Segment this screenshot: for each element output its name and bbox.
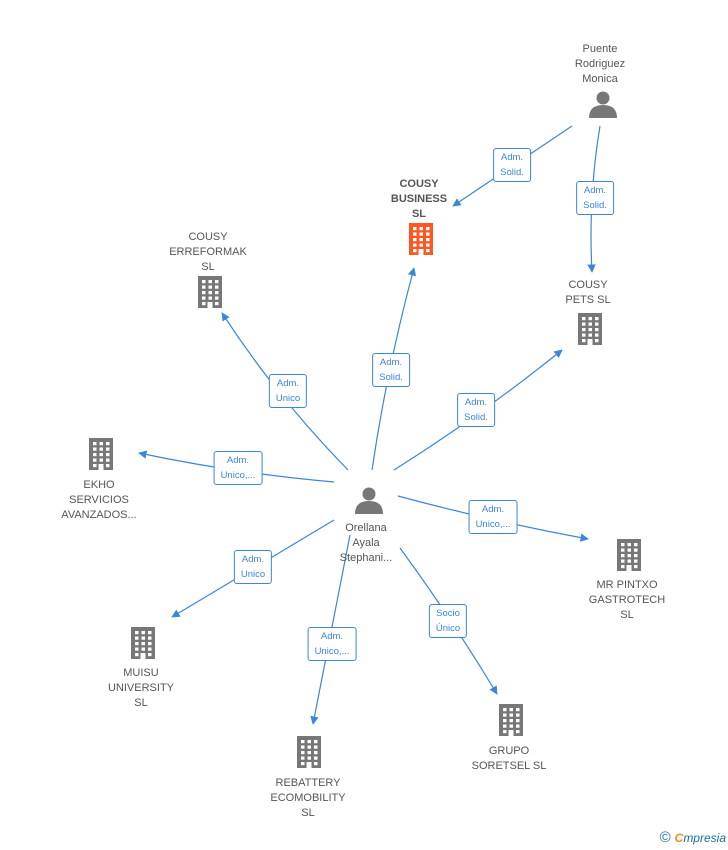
- puente-person-icon[interactable]: [589, 91, 617, 119]
- grupo-building-icon[interactable]: [499, 704, 523, 736]
- edge-label-orellana-to-grupo[interactable]: Socio Único: [428, 604, 468, 638]
- edge-label-orellana-to-cousy_erreformak[interactable]: Adm. Unico: [268, 374, 308, 408]
- edge-label-orellana-to-cousy_business[interactable]: Adm. Solid.: [372, 353, 410, 387]
- node-label-ekho[interactable]: EKHO SERVICIOS AVANZADOS...: [61, 479, 137, 521]
- edge-label-orellana-to-cousy_pets[interactable]: Adm. Solid.: [457, 393, 495, 427]
- rebattery-building-icon[interactable]: [297, 736, 321, 768]
- edge-label-puente-to-cousy_business[interactable]: Adm. Solid.: [493, 148, 531, 182]
- brand-name: mpresia: [683, 831, 726, 845]
- footer-brand[interactable]: ©Cmpresia: [660, 829, 726, 846]
- node-label-puente[interactable]: Puente Rodriguez Monica: [574, 43, 626, 85]
- muisu-building-icon[interactable]: [131, 627, 155, 659]
- node-label-muisu[interactable]: MUISU UNIVERSITY SL: [107, 667, 175, 709]
- edge-label-orellana-to-ekho[interactable]: Adm. Unico,...: [213, 451, 263, 485]
- node-label-mr_pintxo[interactable]: MR PINTXO GASTROTECH SL: [588, 579, 666, 621]
- cousy_erreformak-building-icon[interactable]: [198, 276, 222, 308]
- node-label-grupo[interactable]: GRUPO SORETSEL SL: [471, 745, 547, 772]
- cousy_pets-building-icon[interactable]: [578, 313, 602, 345]
- edge-label-orellana-to-mr_pintxo[interactable]: Adm. Unico,...: [468, 500, 518, 534]
- node-label-cousy_erreformak[interactable]: COUSY ERREFORMAK SL: [169, 231, 247, 273]
- ekho-building-icon[interactable]: [89, 438, 113, 470]
- orellana-person-icon[interactable]: [355, 487, 383, 515]
- edge-label-puente-to-cousy_pets[interactable]: Adm. Solid.: [576, 181, 614, 215]
- edge-label-orellana-to-muisu[interactable]: Adm. Unico: [233, 550, 273, 584]
- node-label-rebattery[interactable]: REBATTERY ECOMOBILITY SL: [270, 777, 346, 819]
- cousy_business-building-icon[interactable]: [409, 223, 433, 255]
- edge-label-orellana-to-rebattery[interactable]: Adm. Unico,...: [307, 627, 357, 661]
- node-label-orellana[interactable]: Orellana Ayala Stephani...: [339, 522, 393, 564]
- node-label-cousy_pets[interactable]: COUSY PETS SL: [565, 279, 611, 306]
- brand-initial: C: [674, 831, 684, 845]
- mr_pintxo-building-icon[interactable]: [617, 539, 641, 571]
- copyright-icon: ©: [659, 829, 671, 846]
- node-label-cousy_business[interactable]: COUSY BUSINESS SL: [390, 178, 448, 220]
